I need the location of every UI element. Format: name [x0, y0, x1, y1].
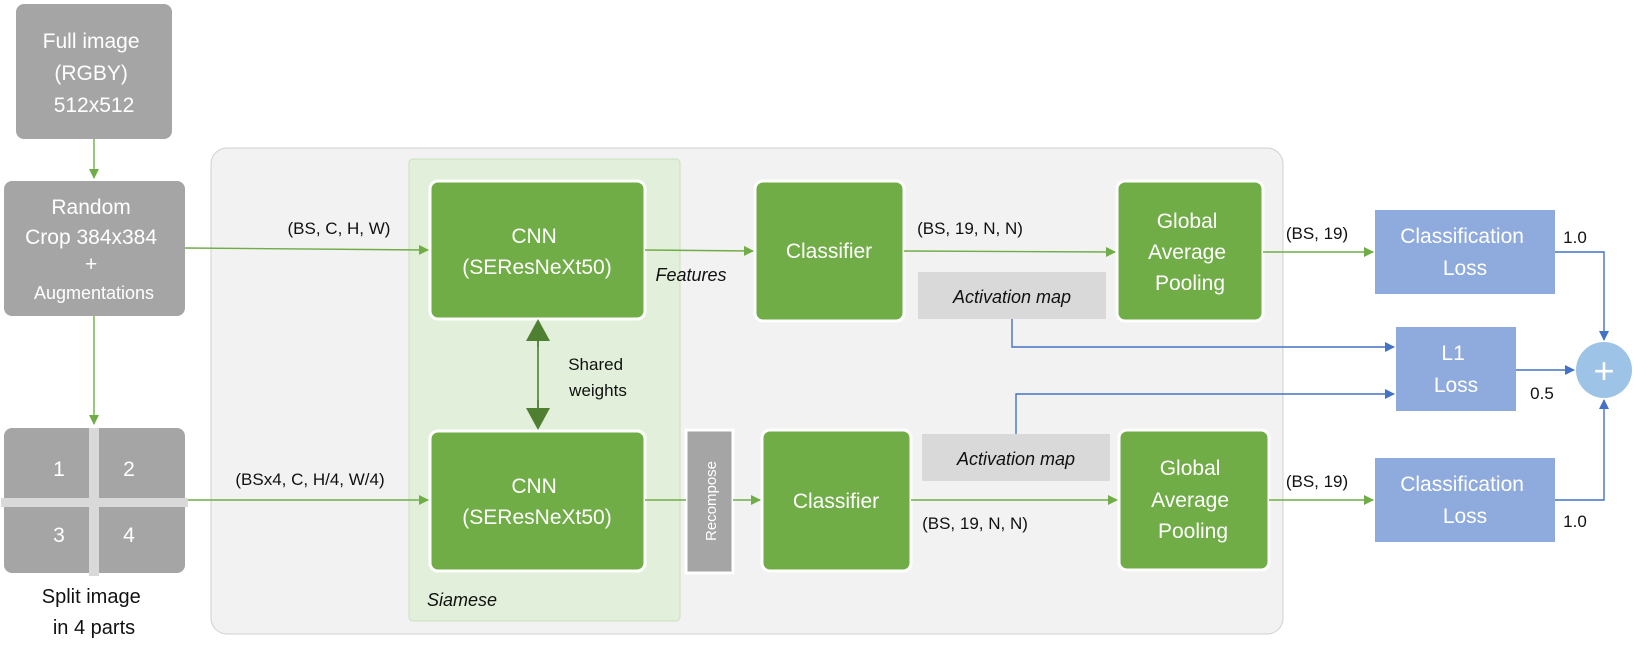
split-image-caption: Split image in 4 parts — [42, 586, 147, 639]
arrow-activation-bottom-to-l1 — [1015, 389, 1395, 434]
bottom-loss-weight: 1.0 — [1563, 512, 1587, 531]
classification-loss-bottom-box — [1375, 458, 1555, 542]
full-image-label: Full image (RGBY) 512x512 — [43, 30, 146, 117]
split-part-4: 4 — [123, 524, 135, 547]
l1-loss-label: L1 Loss — [1434, 342, 1478, 397]
cnn-bottom-box — [428, 429, 647, 573]
sum-symbol: + — [1593, 350, 1614, 391]
full-image-box — [16, 4, 172, 139]
classification-loss-top-box — [1375, 210, 1555, 294]
arrow-loss-top-to-sum — [1555, 251, 1609, 341]
arrow-cnn-top-to-classifier — [644, 245, 754, 256]
gap-top-label: Global Average Pooling — [1148, 210, 1232, 295]
top-input-shape: (BS, C, H, W) — [288, 219, 391, 238]
random-crop-label: Random Crop 384x384 + Augmentations — [25, 196, 163, 303]
activation-map-top — [918, 272, 1106, 319]
sum-node — [1576, 342, 1632, 398]
arrow-activation-top-to-l1 — [1011, 319, 1395, 352]
bottom-classifier-out-shape: (BS, 19, N, N) — [922, 514, 1028, 533]
cnn-bottom-label: CNN (SEResNeXt50) — [462, 475, 611, 529]
classification-loss-top-label: Classification Loss — [1400, 225, 1530, 280]
arrow-classifier-top-to-gap — [903, 246, 1116, 257]
cnn-top-box — [428, 179, 647, 321]
bottom-input-shape: (BSx4, C, H/4, W/4) — [235, 470, 384, 489]
split-part-3: 3 — [53, 524, 65, 547]
split-part-2: 2 — [123, 458, 135, 481]
recompose-box — [684, 428, 735, 575]
top-gap-out-shape: (BS, 19) — [1286, 224, 1348, 243]
arrow-loss-bottom-to-sum — [1555, 399, 1609, 501]
top-classifier-out-shape: (BS, 19, N, N) — [917, 219, 1023, 238]
cnn-top-label: CNN (SEResNeXt50) — [462, 225, 611, 279]
classifier-bottom-label: Classifier — [793, 490, 879, 513]
activation-map-bottom-label: Activation map — [956, 449, 1075, 469]
classification-loss-bottom-label: Classification Loss — [1400, 473, 1530, 528]
random-crop-box — [4, 181, 185, 316]
gap-top-box — [1115, 179, 1265, 323]
activation-map-bottom — [922, 434, 1110, 481]
split-part-1: 1 — [53, 458, 65, 481]
gap-bottom-label: Global Average Pooling — [1151, 457, 1235, 543]
classifier-top-label: Classifier — [786, 240, 872, 263]
shared-weights-label: Shared weights — [568, 355, 628, 400]
siamese-label: Siamese — [427, 590, 497, 610]
l1-loss-box — [1396, 327, 1516, 411]
bottom-gap-out-shape: (BS, 19) — [1286, 472, 1348, 491]
features-label: Features — [655, 265, 726, 285]
top-loss-weight: 1.0 — [1563, 228, 1587, 247]
split-image-grid: 1 2 3 4 — [1, 428, 188, 576]
recompose-label: Recompose — [703, 461, 720, 541]
arrow-crop-to-cnn-top — [184, 244, 429, 255]
activation-map-top-label: Activation map — [952, 287, 1071, 307]
l1-loss-weight: 0.5 — [1530, 384, 1554, 403]
